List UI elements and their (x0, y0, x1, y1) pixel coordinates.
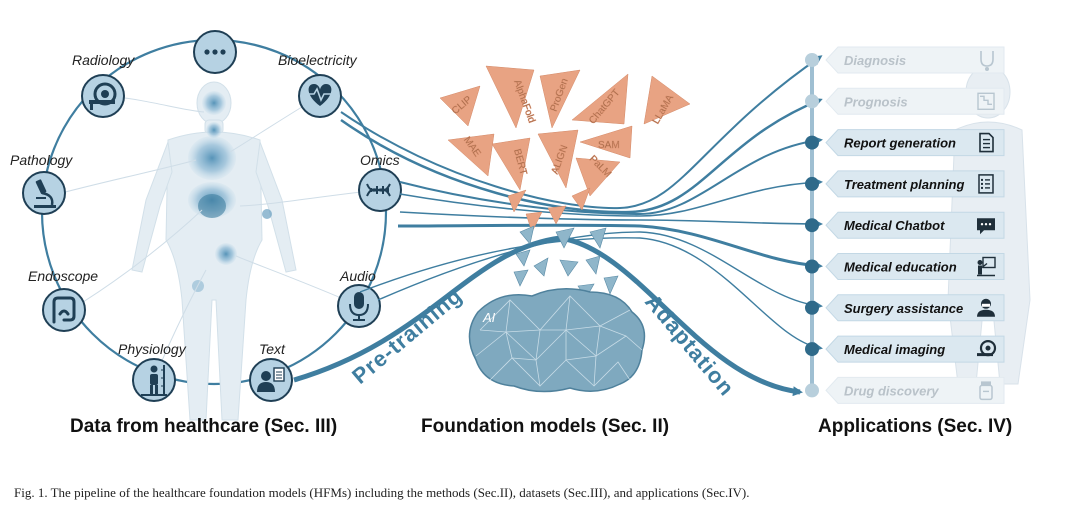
app-banner (825, 376, 1005, 404)
person-measure-icon (141, 365, 167, 396)
app-row: Treatment planning (805, 170, 1005, 198)
app-label: Diagnosis (844, 53, 906, 68)
app-label: Medical imaging (844, 342, 945, 357)
model-triangle-clip: CLIP (439, 85, 481, 127)
app-banner (825, 335, 1005, 363)
app-row: Medical education (805, 253, 1005, 280)
ai-label: AI (482, 310, 496, 325)
app-node (805, 176, 819, 191)
app-node (805, 342, 819, 357)
model-triangle-mae: MAE (447, 133, 495, 177)
app-row: Medical Chatbot (805, 211, 1005, 239)
modality-node-pathology (22, 171, 66, 215)
modality-label-pathology: Pathology (10, 152, 73, 168)
pill-bottle-icon (979, 381, 993, 401)
adaptation-label: Adaptation (640, 289, 739, 401)
svg-text:SAM: SAM (598, 140, 620, 151)
app-label: Prognosis (844, 94, 908, 109)
intestine-icon (52, 296, 76, 324)
document-icon (979, 132, 994, 153)
modality-label-audio: Audio (339, 268, 376, 284)
app-node (805, 259, 819, 274)
app-label: Medical education (844, 260, 957, 275)
pipeline-diagram: Bioelectricity Omics Audio Text Physiolo… (10, 30, 1031, 437)
teacher-board-icon (977, 256, 996, 277)
app-label: Report generation (844, 136, 956, 151)
app-row: Diagnosis (805, 46, 1005, 74)
app-row: Surgery assistance (805, 294, 1005, 322)
model-triangle-llama: LLaMA (643, 75, 691, 126)
model-triangle-palm: PaLM (575, 153, 621, 197)
app-row: Prognosis (805, 87, 1005, 115)
data-ring-group: Bioelectricity Omics Audio Text Physiolo… (10, 30, 402, 421)
app-node (805, 53, 819, 67)
model-triangle-align: ALIGN (537, 129, 579, 189)
app-label: Treatment planning (844, 177, 964, 192)
flow-curves (293, 55, 823, 397)
stethoscope-icon (980, 51, 994, 71)
app-banner (825, 87, 1005, 115)
modality-label-bioelectricity: Bioelectricity (278, 52, 358, 68)
section-title-data: Data from healthcare (Sec. III) (70, 416, 337, 437)
modality-label-text: Text (259, 341, 286, 357)
app-banner (825, 253, 1005, 280)
modality-label-radiology: Radiology (72, 52, 135, 68)
more-dots-icon (204, 49, 226, 55)
modality-label-omics: Omics (360, 152, 400, 168)
app-banner (825, 211, 1005, 239)
app-node (805, 94, 819, 109)
figure-caption: Fig. 1. The pipeline of the healthcare f… (14, 485, 750, 500)
app-label: Drug discovery (844, 383, 939, 398)
modality-node-more (193, 30, 237, 74)
heart-ecg-icon (307, 84, 333, 106)
model-triangle-chatgpt: ChatGPT (571, 73, 629, 127)
app-node (805, 300, 819, 315)
microscope-icon (34, 179, 56, 208)
modality-node-omics (358, 168, 402, 212)
ct-scanner-icon (89, 82, 117, 110)
modality-node-bioelectricity (298, 74, 342, 118)
mri-scanner-icon (977, 340, 997, 357)
modality-node-text (249, 358, 293, 402)
checklist-icon (978, 174, 994, 194)
app-banner (825, 294, 1005, 322)
modality-node-physiology (132, 358, 176, 402)
section-title-apps: Applications (Sec. IV) (818, 416, 1012, 437)
app-node (805, 218, 819, 233)
app-row: Medical imaging (805, 335, 1005, 363)
app-label: Medical Chatbot (844, 218, 945, 233)
organ-highlights (188, 91, 272, 292)
chat-bubble-icon (977, 218, 995, 235)
surgeon-icon (977, 298, 995, 317)
modality-label-physiology: Physiology (118, 341, 187, 357)
app-banner (825, 129, 1005, 157)
app-banner (825, 46, 1005, 74)
app-label: Surgery assistance (844, 301, 963, 316)
dna-icon (366, 183, 391, 197)
section-title-models: Foundation models (Sec. II) (421, 416, 669, 437)
ai-mesh-brain: AI (468, 288, 646, 393)
modality-node-audio (337, 284, 381, 328)
model-triangle-alphafold: AlphaFold (485, 65, 537, 129)
modality-label-endoscope: Endoscope (28, 268, 98, 284)
app-node (805, 135, 819, 150)
app-row: Drug discovery (805, 376, 1005, 404)
model-triangles: CLIP AlphaFold ProGen ChatGPT LLaMA MAE … (439, 65, 691, 233)
app-row: Report generation (805, 129, 1005, 157)
app-node (805, 383, 819, 398)
model-triangle-sam: SAM (579, 125, 633, 159)
app-banner (825, 170, 1005, 198)
model-triangle-bert: BERT (491, 137, 531, 191)
microphone-icon (349, 292, 369, 321)
trend-chart-icon (977, 92, 995, 111)
modality-node-radiology (81, 74, 125, 118)
doctor-report-icon (257, 367, 285, 392)
mesh-fragments (513, 225, 619, 299)
modality-node-endoscope (42, 288, 86, 332)
